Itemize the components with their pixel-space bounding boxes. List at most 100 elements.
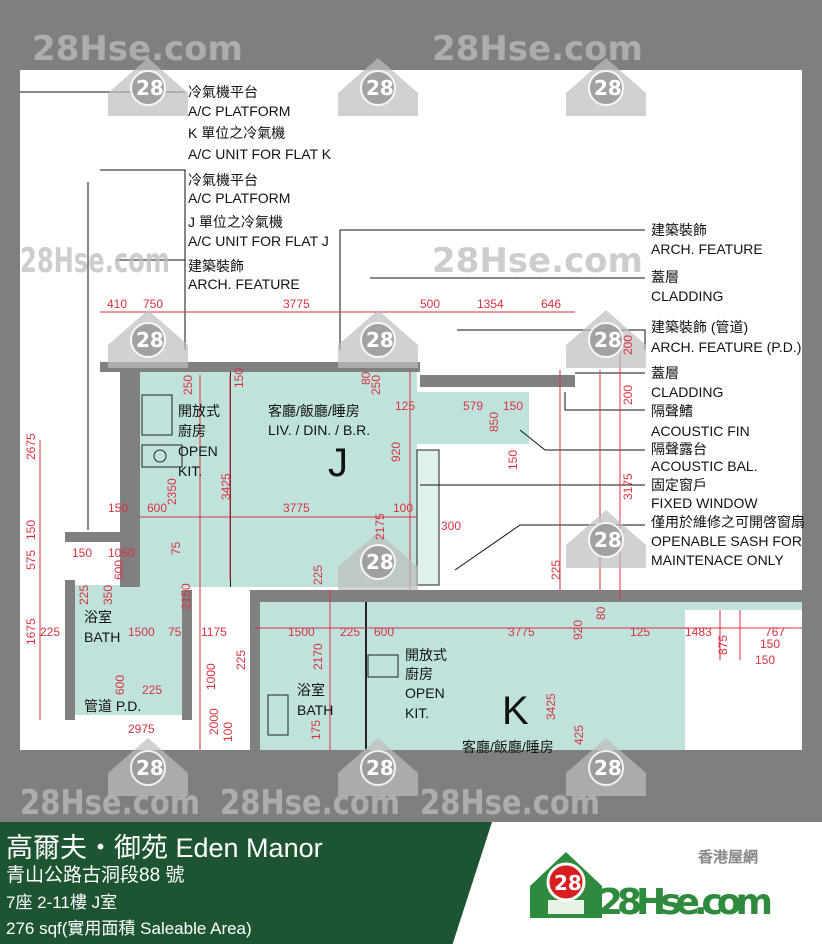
watermark-text: 28Hse.com	[432, 241, 643, 281]
right-annotation-label: ACOUSTIC FIN	[651, 423, 750, 439]
watermark-badge-text: 28	[366, 76, 394, 100]
dimension-label: 350	[101, 585, 115, 605]
watermark-badge-icon	[588, 522, 624, 558]
watermark-badge-icon	[360, 750, 396, 786]
dimension-lines	[39, 311, 802, 750]
right-annotation-label: 隔聲鰭	[651, 403, 693, 419]
dimension-label: 1354	[477, 297, 504, 311]
watermark-badge-text: 28	[366, 328, 394, 352]
partition	[365, 602, 367, 750]
dimension-label: 3175	[621, 473, 635, 500]
watermark-badge-icon	[360, 544, 396, 580]
dimension-label: 850	[487, 412, 501, 432]
dimension-label: 80	[359, 371, 373, 385]
dimension-label: 750	[143, 297, 163, 311]
watermark-badge-icon	[130, 70, 166, 106]
watermark-badge-icon	[130, 322, 166, 358]
unit-info: 7座 2-11樓 J室	[6, 893, 118, 912]
dimension-label: 225	[340, 625, 360, 639]
right-annotation-label: 蓋層	[651, 365, 679, 381]
j-acoustic-balcony	[417, 392, 529, 444]
j-kitchen-label: OPEN	[178, 443, 218, 459]
dimension-label: 410	[107, 297, 127, 311]
dimension-label: 920	[389, 442, 403, 462]
flat-j-label: J	[328, 441, 348, 485]
watermark-badge-icon	[588, 322, 624, 358]
sink	[367, 654, 399, 678]
badge-icon	[546, 862, 586, 902]
dimension-label: 3775	[508, 625, 535, 639]
dimension-label: 1483	[685, 625, 712, 639]
k-bath-label: 浴室	[297, 682, 325, 698]
logo-tagline: 香港屋網	[698, 848, 758, 866]
dimension-label: 3425	[219, 473, 233, 500]
dimension-label: 2150	[179, 583, 193, 610]
watermark-badge-icon	[360, 70, 396, 106]
dimension-label: 3425	[544, 693, 558, 720]
watermark-badge-icon	[588, 70, 624, 106]
dimension-label: 80	[594, 606, 608, 620]
watermark-text: 28Hse.com	[32, 29, 243, 69]
dimension-label: 125	[395, 399, 415, 413]
watermark-badge-text: 28	[594, 756, 622, 780]
dimension-label: 175	[309, 720, 323, 740]
right-annotation-label: 僅用於維修之可開啓窗扇	[651, 514, 805, 530]
right-annotation-label: FIXED WINDOW	[651, 495, 758, 511]
dimension-label: 1675	[24, 618, 38, 645]
dimension-label: 150	[760, 637, 780, 651]
room-labels: 開放式 廚房 OPEN KIT. 客廳/飯廳/睡房 LIV. / DIN. / …	[84, 403, 554, 755]
right-annotation-label: ARCH. FEATURE (P.D.)	[651, 339, 801, 355]
dimension-label: 150	[24, 520, 38, 540]
dimension-label: 600	[113, 675, 127, 695]
right-annotation-label: OPENABLE SASH FOR	[651, 533, 802, 549]
left-annotation-label: 冷氣機平台	[188, 84, 258, 100]
dimension-label: 500	[420, 297, 440, 311]
dimension-label: 150	[232, 368, 246, 388]
dimension-label: 300	[441, 519, 461, 533]
watermark-badge-icon	[130, 750, 166, 786]
dimension-label: 600	[147, 501, 167, 515]
dimension-label: 100	[221, 722, 235, 742]
house-door	[548, 900, 584, 914]
logo-text: 28Hse.com	[598, 882, 773, 923]
right-annotation-label: 隔聲露台	[651, 441, 707, 457]
logo-badge-text: 28	[554, 871, 582, 895]
dimension-label: 425	[572, 725, 586, 745]
right-annotation-label: CLADDING	[651, 288, 723, 304]
saleable-area: 276 sqf(實用面積 Saleable Area)	[6, 919, 252, 938]
j-bath-label: 浴室	[84, 609, 112, 625]
flat-k	[260, 602, 802, 750]
info-banner: 高爾夫・御苑 Eden Manor 青山公路古洞段88 號 7座 2-11樓 J…	[0, 822, 822, 944]
left-annotation-label: J 單位之冷氣機	[188, 214, 283, 230]
watermark-badge-text: 28	[136, 76, 164, 100]
j-fixed-window	[416, 449, 440, 586]
dimension-label: 250	[181, 375, 195, 395]
watermark-badge-text: 28	[136, 756, 164, 780]
dimension-label: 1500	[128, 625, 155, 639]
dimension-label: 150	[72, 546, 92, 560]
dimension-label: 2170	[311, 643, 325, 670]
dimension-label: 920	[571, 620, 585, 640]
left-annotations: 冷氣機平台 A/C PLATFORM K 單位之冷氣機 A/C UNIT FOR FL…	[188, 84, 332, 292]
floor-plan: 28Hse.com 28Hse.com 28Hse.com 28Hse.com …	[20, 29, 805, 820]
dimension-label: 3775	[283, 297, 310, 311]
dimension-label: 579	[463, 399, 483, 413]
sink	[141, 444, 183, 468]
left-annotation-label: A/C UNIT FOR FLAT J	[188, 233, 329, 249]
dimension-label: 600	[374, 625, 394, 639]
watermark-badge-icon	[360, 322, 396, 358]
left-annotation-label: A/C PLATFORM	[188, 190, 290, 206]
dimension-label: 200	[621, 385, 635, 405]
left-annotation-label: 建築裝飾	[188, 258, 244, 274]
dimension-label: 100	[393, 501, 413, 515]
k-living-label: 客廳/飯廳/睡房	[462, 739, 554, 755]
watermark-text: 28Hse.com	[20, 241, 170, 281]
k-kitchen-label: 廚房	[405, 666, 433, 682]
dimension-label: 1500	[288, 625, 315, 639]
j-living-label: 客廳/飯廳/睡房	[268, 403, 360, 419]
left-annotation-label: K 單位之冷氣機	[188, 125, 285, 141]
dimension-label: 225	[40, 625, 60, 639]
dimension-label: 225	[142, 683, 162, 697]
